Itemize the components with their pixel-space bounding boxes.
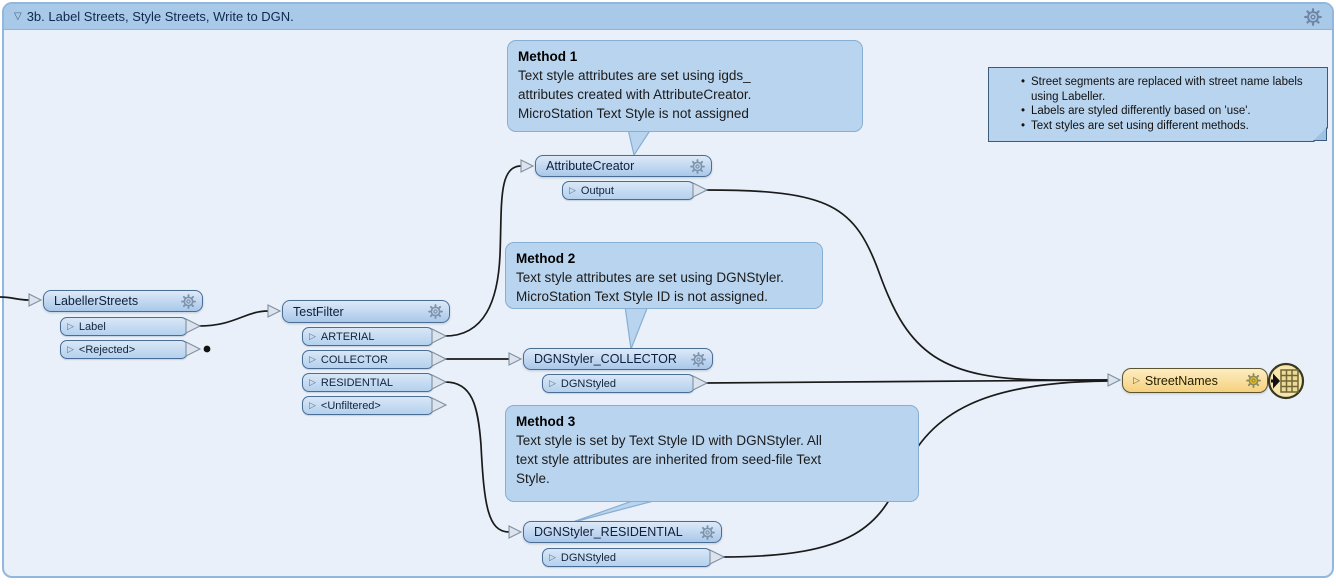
port-residential[interactable]: ▷ RESIDENTIAL bbox=[302, 373, 434, 392]
annotation-method1[interactable]: Method 1 Text style attributes are set u… bbox=[507, 40, 863, 132]
port-triangle-icon: ▷ bbox=[309, 354, 316, 364]
output-arrow-dgnstyled-residential[interactable] bbox=[709, 549, 726, 565]
gear-icon-yellow[interactable] bbox=[1245, 373, 1261, 389]
node-title: TestFilter bbox=[293, 304, 344, 319]
input-arrow-dgnstyler-collector[interactable] bbox=[508, 352, 523, 366]
annotation-title: Method 1 bbox=[518, 49, 578, 64]
node-title: DGNStyler_RESIDENTIAL bbox=[534, 525, 683, 539]
port-label-text: RESIDENTIAL bbox=[320, 376, 394, 389]
annotation-line: MicroStation Text Style is not assigned bbox=[518, 106, 749, 121]
node-attributecreator[interactable]: AttributeCreator bbox=[535, 155, 712, 177]
port-dgnstyled-collector[interactable]: ▷ DGNStyled bbox=[542, 374, 695, 393]
output-arrow-rejected[interactable] bbox=[185, 341, 202, 357]
gear-yellow-center bbox=[1249, 377, 1257, 384]
port-label-text: COLLECTOR bbox=[320, 353, 388, 366]
output-arrow-collector[interactable] bbox=[431, 351, 448, 367]
collapse-triangle-icon[interactable]: ▽ bbox=[14, 11, 22, 22]
connection-canvas-to-labeller[interactable] bbox=[0, 296, 29, 301]
input-arrow-dgnstyler-residential[interactable] bbox=[508, 525, 523, 539]
port-label-text: Output bbox=[580, 184, 614, 197]
annotation-line: MicroStation Text Style ID is not assign… bbox=[516, 289, 768, 304]
gear-icon[interactable] bbox=[690, 159, 705, 174]
port-triangle-icon: ▷ bbox=[309, 331, 316, 341]
connection-residential-to-dgnstyler[interactable] bbox=[444, 381, 510, 533]
port-rejected[interactable]: ▷ <Rejected> bbox=[60, 340, 188, 359]
node-labellerstreets[interactable]: LabellerStreets bbox=[43, 290, 203, 312]
port-dgnstyled-residential[interactable]: ▷ DGNStyled bbox=[542, 548, 712, 567]
port-triangle-icon: ▷ bbox=[67, 344, 74, 354]
port-arterial[interactable]: ▷ ARTERIAL bbox=[302, 327, 434, 346]
port-label-text: <Unfiltered> bbox=[320, 399, 381, 412]
input-arrow-labellerstreets[interactable] bbox=[28, 293, 43, 307]
bookmark-gear-icon[interactable] bbox=[1304, 8, 1322, 26]
port-label[interactable]: ▷ Label bbox=[60, 317, 188, 336]
connection-label-to-testfilter[interactable] bbox=[198, 310, 269, 327]
port-triangle-icon: ▷ bbox=[1133, 375, 1140, 385]
port-label-text: DGNStyled bbox=[560, 551, 616, 564]
port-label-text: ARTERIAL bbox=[320, 330, 375, 343]
node-streetnames-writer[interactable]: ▷ StreetNames bbox=[1122, 368, 1268, 393]
annotation-method2[interactable]: Method 2 Text style attributes are set u… bbox=[505, 242, 823, 309]
input-arrow-testfilter[interactable] bbox=[267, 304, 282, 318]
rejected-terminator-dot bbox=[203, 345, 211, 353]
port-triangle-icon: ▷ bbox=[549, 552, 556, 562]
writer-feature-type-badge-icon[interactable] bbox=[1265, 361, 1305, 401]
gear-icon[interactable] bbox=[691, 352, 706, 367]
note-bullet: Labels are styled differently based on '… bbox=[1021, 104, 1321, 119]
output-arrow-unfiltered[interactable] bbox=[431, 397, 448, 413]
node-testfilter[interactable]: TestFilter bbox=[282, 300, 450, 323]
annotation-method3[interactable]: Method 3 Text style is set by Text Style… bbox=[505, 405, 919, 502]
bookmark-title: 3b. Label Streets, Style Streets, Write … bbox=[26, 9, 294, 24]
node-title: LabellerStreets bbox=[54, 294, 139, 308]
node-dgnstyler-collector[interactable]: DGNStyler_COLLECTOR bbox=[523, 348, 713, 370]
annotation-line: attributes created with AttributeCreator… bbox=[518, 87, 752, 102]
gear-icon[interactable] bbox=[181, 294, 196, 309]
bookmark-titlebar[interactable]: ▽ 3b. Label Streets, Style Streets, Writ… bbox=[4, 4, 1332, 30]
node-dgnstyler-residential[interactable]: DGNStyler_RESIDENTIAL bbox=[523, 521, 722, 543]
output-arrow-dgnstyled-collector[interactable] bbox=[692, 375, 709, 391]
output-arrow-arterial[interactable] bbox=[431, 328, 448, 344]
annotation-line: Text style attributes are set using igds… bbox=[518, 68, 751, 83]
annotation-line: Style. bbox=[516, 471, 550, 486]
node-title: DGNStyler_COLLECTOR bbox=[534, 352, 677, 366]
port-label-text: DGNStyled bbox=[560, 377, 616, 390]
input-arrow-streetnames[interactable] bbox=[1107, 373, 1122, 387]
annotation-note[interactable]: Street segments are replaced with street… bbox=[988, 67, 1328, 142]
port-triangle-icon: ▷ bbox=[309, 400, 316, 410]
node-title: AttributeCreator bbox=[546, 159, 635, 173]
port-triangle-icon: ▷ bbox=[309, 377, 316, 387]
connection-output-to-streetnames[interactable] bbox=[705, 189, 1109, 381]
output-arrow-output[interactable] bbox=[692, 182, 709, 198]
annotation-line: text style attributes are inherited from… bbox=[516, 452, 822, 467]
annotation-line: Text style attributes are set using DGNS… bbox=[516, 270, 784, 285]
port-label-text: Label bbox=[78, 320, 106, 333]
connection-arterial-to-attributecreator[interactable] bbox=[444, 165, 522, 337]
port-unfiltered[interactable]: ▷ <Unfiltered> bbox=[302, 396, 434, 415]
output-arrow-residential[interactable] bbox=[431, 374, 448, 390]
note-bullet: Street segments are replaced with street… bbox=[1021, 75, 1321, 104]
node-title: StreetNames bbox=[1144, 373, 1218, 388]
note-bullet-list: Street segments are replaced with street… bbox=[997, 75, 1321, 133]
output-arrow-label[interactable] bbox=[185, 318, 202, 334]
port-triangle-icon: ▷ bbox=[569, 185, 576, 195]
annotation-title: Method 2 bbox=[516, 251, 576, 266]
port-triangle-icon: ▷ bbox=[67, 321, 74, 331]
connection-dgnstyled-collector-to-streetnames[interactable] bbox=[705, 379, 1109, 384]
annotation-line: Text style is set by Text Style ID with … bbox=[516, 433, 822, 448]
gear-icon[interactable] bbox=[428, 304, 443, 319]
port-output[interactable]: ▷ Output bbox=[562, 181, 695, 200]
port-label-text: <Rejected> bbox=[78, 343, 136, 356]
input-arrow-attributecreator[interactable] bbox=[520, 159, 535, 173]
note-bullet: Text styles are set using different meth… bbox=[1021, 119, 1321, 134]
gear-icon[interactable] bbox=[700, 525, 715, 540]
port-collector[interactable]: ▷ COLLECTOR bbox=[302, 350, 434, 369]
port-triangle-icon: ▷ bbox=[549, 378, 556, 388]
annotation-title: Method 3 bbox=[516, 414, 576, 429]
